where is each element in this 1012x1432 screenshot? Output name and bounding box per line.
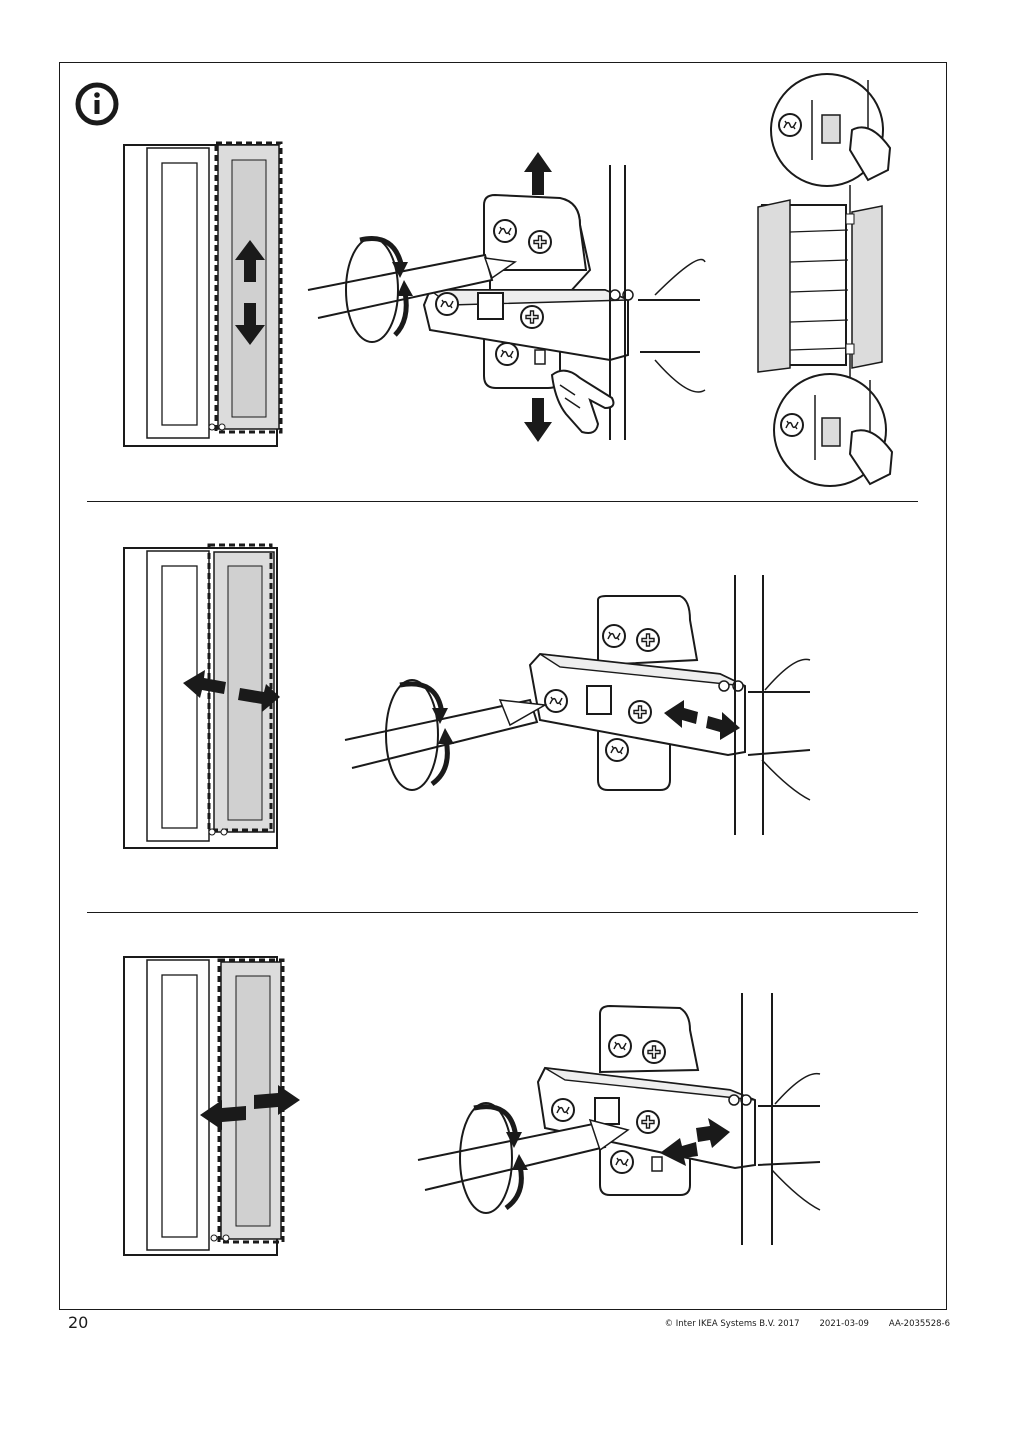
panel-1-cabinet: [123, 141, 283, 447]
date-text: 2021-03-09: [819, 1319, 869, 1329]
panel-1-cabinet-detail: [757, 185, 883, 380]
zoom-detail-bottom: [773, 373, 894, 487]
instruction-frame: [59, 62, 947, 1310]
info-icon: [75, 82, 119, 126]
panel-2-hinge: [528, 575, 811, 835]
document-code: AA-2035528-6: [888, 1319, 950, 1329]
page-number: 20: [68, 1313, 89, 1332]
panel-divider-1: [87, 501, 918, 502]
panel-2-cabinet: [123, 543, 280, 849]
panel-2-screwdriver: [344, 679, 548, 791]
zoom-detail-top: [770, 73, 892, 187]
panel-1-hinge: [422, 152, 706, 442]
panel-1-hand-icon: [550, 369, 615, 434]
panel-3-screwdriver: [417, 1102, 630, 1214]
copyright-text: © Inter IKEA Systems B.V. 2017: [664, 1319, 800, 1329]
panel-1-screwdriver: [307, 236, 518, 343]
panel-divider-2: [87, 912, 918, 913]
footer-meta: © Inter IKEA Systems B.V. 2017 2021-03-0…: [665, 1319, 950, 1329]
panel-3-hinge: [536, 993, 821, 1245]
panel-3-cabinet: [123, 956, 300, 1256]
